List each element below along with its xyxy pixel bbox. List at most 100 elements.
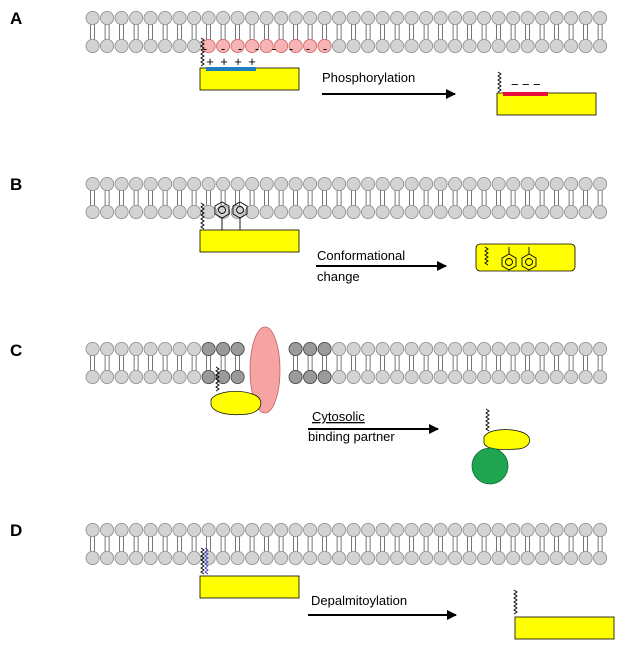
lipid-head: [448, 10, 463, 25]
lipid-head: [419, 369, 434, 384]
negative-charge: -: [289, 41, 293, 56]
lipid-head: [564, 523, 579, 538]
lipid-head: [129, 204, 144, 219]
lipid-head: [288, 341, 303, 356]
lipid-head: [535, 39, 550, 54]
lipid-head: [216, 551, 231, 566]
lipid-head: [593, 204, 608, 219]
lipid-head: [85, 341, 100, 356]
lipid-head: [129, 341, 144, 356]
phosphorylated-region: [503, 92, 548, 96]
lipid-head: [549, 341, 564, 356]
lipid-head: [535, 10, 550, 25]
lipid-head: [114, 204, 129, 219]
lipid-head: [317, 10, 332, 25]
lipid-head: [288, 551, 303, 566]
lipid-head: [448, 369, 463, 384]
process-label-c-line2: binding partner: [308, 429, 395, 444]
lipid-head: [375, 341, 390, 356]
lipid-head: [404, 523, 419, 538]
lipid-bilayer-b: [85, 176, 608, 219]
lipid-head: [288, 523, 303, 538]
panel-a: A Phosphorylation − − − - - - - - - - - …: [10, 9, 608, 116]
lipid-head: [535, 204, 550, 219]
lipid-head: [332, 523, 347, 538]
process-label-b-line2: change: [317, 269, 360, 284]
lipid-head: [303, 176, 318, 191]
lipid-head: [448, 551, 463, 566]
lipid-head: [216, 341, 231, 356]
lipid-head: [593, 523, 608, 538]
lipid-head: [201, 10, 216, 25]
lipid-head: [274, 10, 289, 25]
lipid-head: [549, 39, 564, 54]
lipid-head: [85, 176, 100, 191]
lipid-head: [201, 523, 216, 538]
lipid-head: [114, 10, 129, 25]
lipid-head: [491, 10, 506, 25]
lipid-head: [259, 523, 274, 538]
lipid-head: [506, 551, 521, 566]
lipid-head: [477, 204, 492, 219]
lipid-head: [187, 341, 202, 356]
lipid-head: [419, 551, 434, 566]
binding-partner: [471, 447, 509, 485]
lipid-head: [535, 176, 550, 191]
lipid-head: [578, 341, 593, 356]
negative-charge: −: [533, 77, 541, 92]
protein-released-d: [514, 616, 615, 640]
lipid-head: [361, 204, 376, 219]
lipid-head: [390, 523, 405, 538]
lipid-head: [564, 341, 579, 356]
lipid-head: [375, 204, 390, 219]
lipid-head: [419, 176, 434, 191]
lipid-head: [375, 10, 390, 25]
lipid-head: [230, 341, 245, 356]
lipid-head: [506, 39, 521, 54]
lipid-head: [375, 369, 390, 384]
lipid-head: [143, 341, 158, 356]
lipid-head: [85, 10, 100, 25]
lipid-head: [143, 551, 158, 566]
lipid-head: [578, 369, 593, 384]
lipid-head: [578, 204, 593, 219]
lipid-head: [593, 176, 608, 191]
lipid-head: [143, 523, 158, 538]
lipid-head: [100, 204, 115, 219]
lipid-head: [506, 369, 521, 384]
lipid-head: [419, 204, 434, 219]
lipid-head: [317, 551, 332, 566]
lipid-head: [187, 39, 202, 54]
lipid-head: [462, 39, 477, 54]
lipid-head: [535, 551, 550, 566]
lipid-head: [477, 369, 492, 384]
lipid-head: [564, 551, 579, 566]
palmitoyl-anchor: [204, 547, 209, 575]
lipid-head: [288, 369, 303, 384]
lipid-head: [578, 10, 593, 25]
lipid-head: [448, 204, 463, 219]
lipid-head: [448, 523, 463, 538]
lipid-head: [593, 551, 608, 566]
negative-charge: -: [238, 41, 242, 56]
lipid-head: [259, 10, 274, 25]
lipid-head: [158, 523, 173, 538]
lipid-head: [433, 551, 448, 566]
lipid-head: [245, 523, 260, 538]
lipid-head: [462, 176, 477, 191]
lipid-bilayer-a: [85, 10, 608, 54]
positive-charge: +: [248, 54, 256, 69]
lipid-anchor: [200, 547, 205, 575]
lipid-anchor: [513, 589, 518, 615]
lipid-head: [245, 176, 260, 191]
lipid-head: [100, 341, 115, 356]
lipid-head: [172, 551, 187, 566]
lipid-head: [520, 369, 535, 384]
lipid-head: [506, 204, 521, 219]
lipid-head: [288, 176, 303, 191]
basic-region: [206, 67, 256, 71]
lipid-head: [433, 369, 448, 384]
lipid-head: [143, 369, 158, 384]
lipid-head: [346, 204, 361, 219]
lipid-head: [216, 10, 231, 25]
